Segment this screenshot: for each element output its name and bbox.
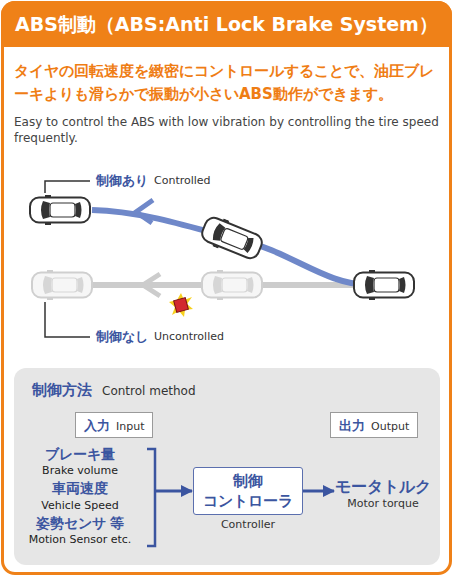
leader-line [45,302,90,337]
crash-icon [169,293,193,317]
node-sublabel: 姿勢センサ 等 [36,515,125,532]
control-panel: 制御方法 Control method 入力 Input 出力 Output ブレーキ量Br… [14,368,440,565]
node-sublabel: Brake volume [42,464,118,477]
node-label: 制御 コントローラ [203,471,293,511]
english-note: Easy to control the ABS with low vibrati… [14,114,439,146]
ghost-car [32,270,92,300]
input-list: ブレーキ量Brake volume 車両速度 Vehicle Speed 姿勢センサ … [14,444,156,550]
flow-arrow [156,490,192,493]
subtitle: タイヤの回転速度を緻密にコントロールすることで、油圧ブレーキよりも滑らかで振動が… [14,60,442,106]
node-label: 制御方法 [32,381,92,400]
node-label: 入力 [84,417,110,435]
node-sublabel: Motion Sensor etc. [29,533,132,546]
node-sublabel: 車両速度 [52,480,108,497]
node-label: ブレーキ量 [45,446,115,463]
node-label: 出力 [339,417,365,435]
node-sublabel: Vehicle Speed [41,499,118,512]
path-label: 制御なし [96,328,148,346]
leader-line [45,181,90,193]
title-bar: ABS制動（ABS:Anti Lock Brake System） [1,1,452,47]
node-label: モータトルク [335,477,431,497]
node-sublabel: Control method [102,384,196,398]
path-label-en: Controlled [154,172,211,190]
input-box: 入力 Input [75,412,153,438]
motor-output: モータトルクMotor torque [335,477,431,511]
car [199,213,266,263]
controlled-arrowhead [136,200,153,223]
ghost-car [202,270,262,300]
node-sublabel: Controller [174,518,322,531]
controller-box: 制御 コントローラController [193,467,303,515]
car [30,195,90,225]
node-sublabel: Input [116,420,144,433]
car [354,270,414,300]
node-sublabel: Output [371,420,409,433]
flow-arrow [303,490,334,493]
title: ABS制動（ABS:Anti Lock Brake System） [15,13,438,35]
path-label-en: Uncontrolled [154,328,224,346]
node-sublabel: Motor torque [335,497,431,511]
path-label: 制御あり [96,172,148,190]
uncontrolled-arrowhead [143,274,160,296]
output-box: 出力 Output [330,412,418,438]
